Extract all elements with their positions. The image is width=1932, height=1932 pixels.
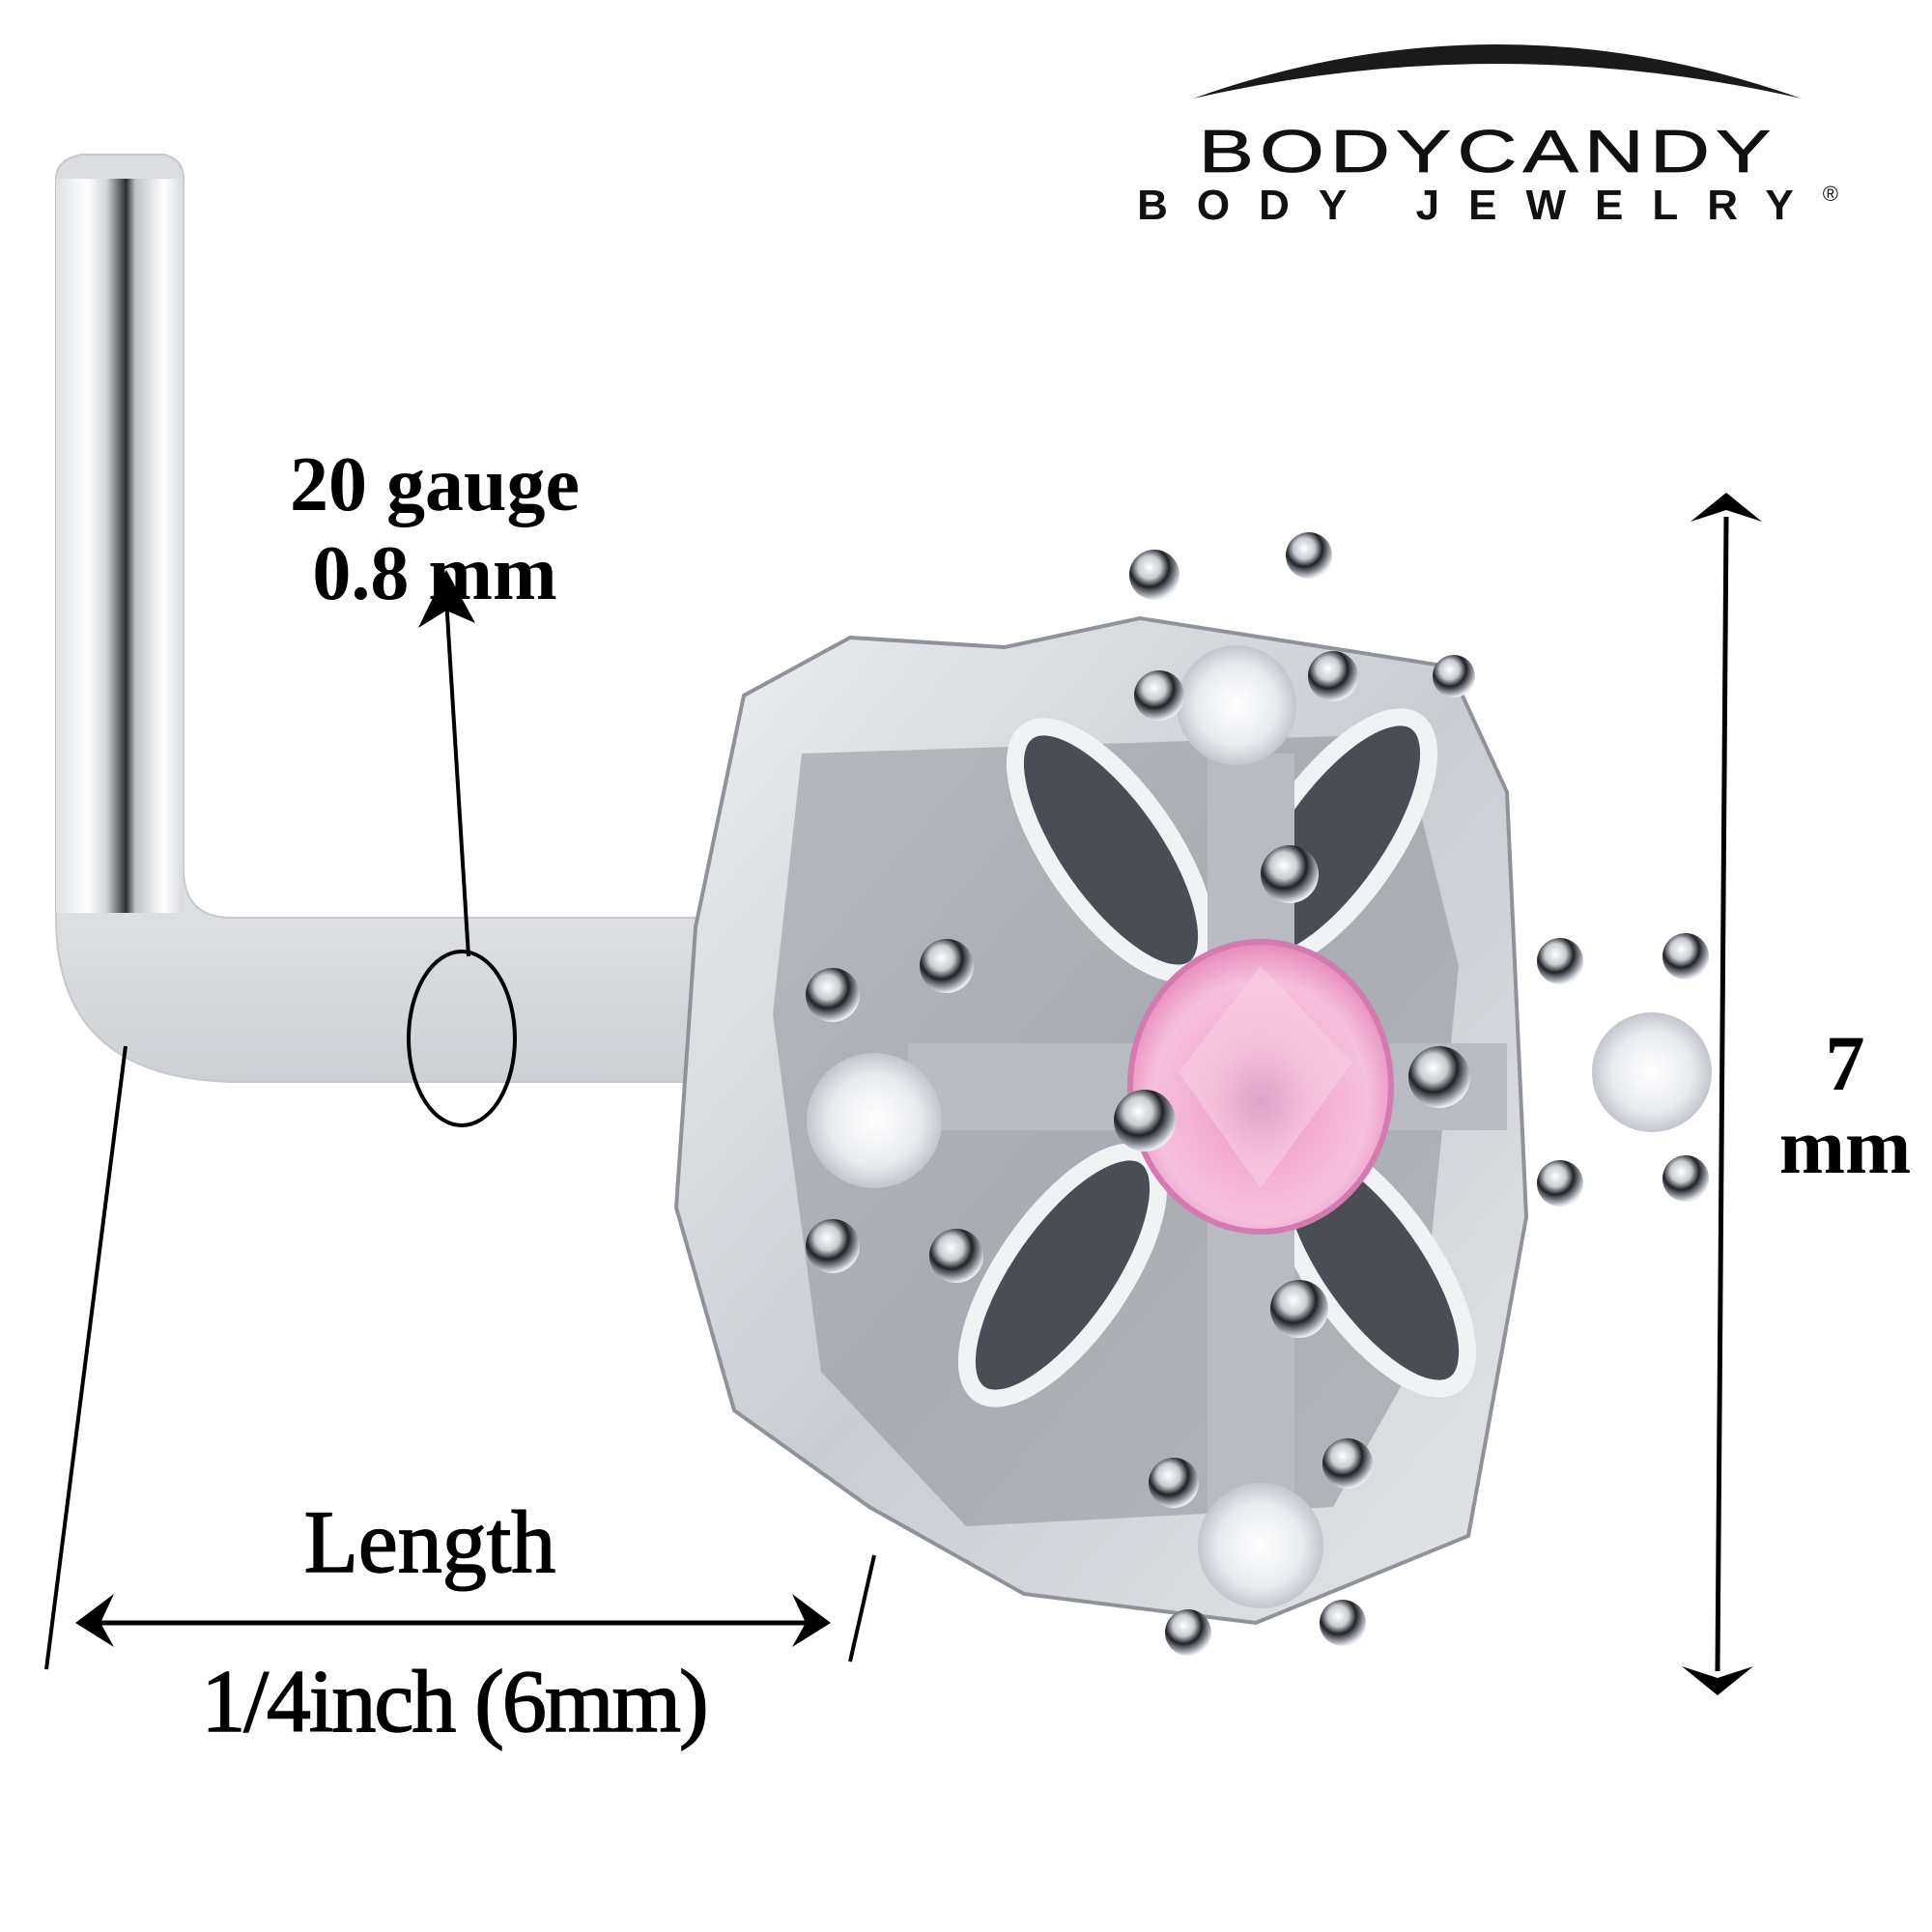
gauge-label: 20 gauge 0.8 mm: [251, 446, 618, 612]
registered-mark: ®: [1822, 182, 1838, 206]
height-dimension-arrow: [1682, 493, 1762, 1695]
height-unit: mm: [1778, 1102, 1912, 1190]
center-pink-gem: [1127, 939, 1394, 1235]
gauge-arrow-head-icon: [418, 570, 475, 628]
gauge-indicator: [407, 598, 517, 1127]
prong-beads: [806, 532, 1709, 1656]
gauge-mm-value: 0.8 mm: [312, 531, 557, 616]
brand-logo: BODYCANDY BODY JEWELRY®: [1043, 19, 1932, 232]
height-value: 7: [1825, 1019, 1865, 1107]
ornament-head: [673, 615, 1529, 1626]
length-dimension-arrow: [44, 1045, 876, 1670]
nose-stud-post: [55, 154, 696, 1083]
side-clear-gem-bottom: [1198, 1483, 1323, 1608]
gauge-value: 20 gauge: [290, 442, 580, 527]
logo-arc-icon: [1193, 44, 1802, 99]
side-clear-gem-top: [1177, 645, 1296, 765]
side-clear-gem-right: [1592, 1012, 1712, 1132]
brand-tagline: BODY JEWELRY®: [1121, 182, 1855, 230]
side-clear-gem-left: [807, 1053, 942, 1188]
length-value: 1/4inch (6mm): [201, 1652, 710, 1750]
brand-tagline-text: BODY JEWELRY: [1137, 182, 1823, 229]
length-title: Length: [303, 1492, 556, 1591]
height-label: 7 mm: [1758, 1024, 1932, 1186]
brand-name: BODYCANDY: [1198, 118, 1777, 185]
